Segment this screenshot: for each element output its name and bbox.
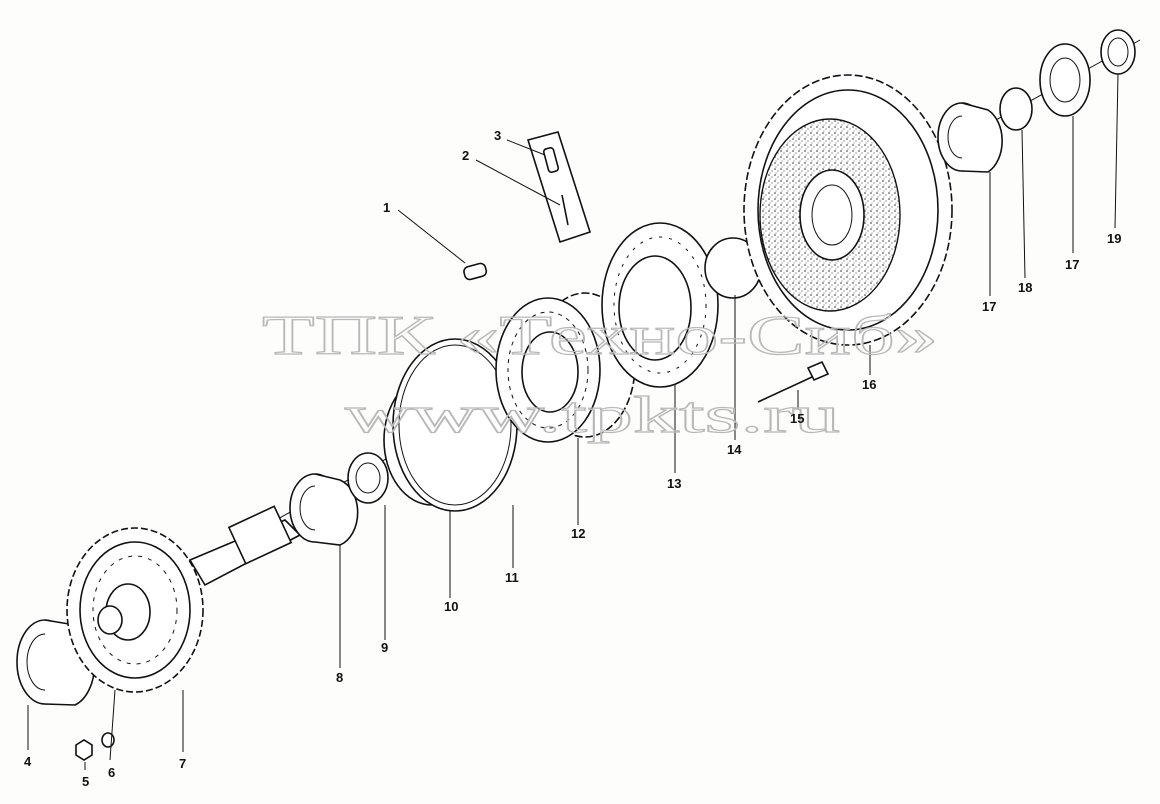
callout-5: 5 (82, 774, 89, 789)
callout-9: 9 (381, 640, 388, 655)
part-7-gear-with-shaft (66, 505, 302, 693)
part-9-bearing (347, 452, 389, 504)
part-8-bearing (289, 473, 359, 546)
part-16-large-gear (743, 74, 953, 346)
callout-18: 18 (1018, 280, 1032, 295)
callout-4: 4 (24, 754, 32, 769)
callout-17a: 17 (982, 299, 996, 314)
part-17-bearing-a (937, 102, 1003, 173)
leader-lines (27, 73, 1119, 770)
part-15-bolt (757, 360, 830, 403)
part-19-seal (1100, 29, 1136, 75)
callout-6: 6 (108, 765, 115, 780)
callout-16: 16 (862, 377, 876, 392)
callout-13: 13 (667, 476, 681, 491)
callout-11: 11 (505, 570, 519, 585)
part-13-friction-disc (601, 222, 719, 388)
callout-2: 2 (462, 148, 469, 163)
callout-7: 7 (179, 756, 186, 771)
watermark-line1: ТПК «Техно-Сиб» (262, 305, 938, 367)
callout-1: 1 (383, 200, 390, 215)
callout-14: 14 (727, 442, 742, 457)
callout-3: 3 (494, 128, 501, 143)
part-5-nut (75, 739, 93, 761)
callout-15: 15 (790, 411, 804, 426)
callout-17b: 17 (1065, 257, 1079, 272)
callout-12: 12 (571, 526, 585, 541)
part-17-bearing-b (1039, 43, 1091, 117)
part-18-ring (999, 87, 1033, 131)
part-12-clutch-hub (495, 292, 636, 443)
watermark-line2: www.tpkts.ru (345, 387, 840, 444)
callout-8: 8 (336, 670, 343, 685)
callout-10: 10 (444, 599, 458, 614)
callout-19: 19 (1107, 231, 1121, 246)
parts-2-3-box (526, 131, 592, 244)
part-1-pin (463, 262, 488, 281)
